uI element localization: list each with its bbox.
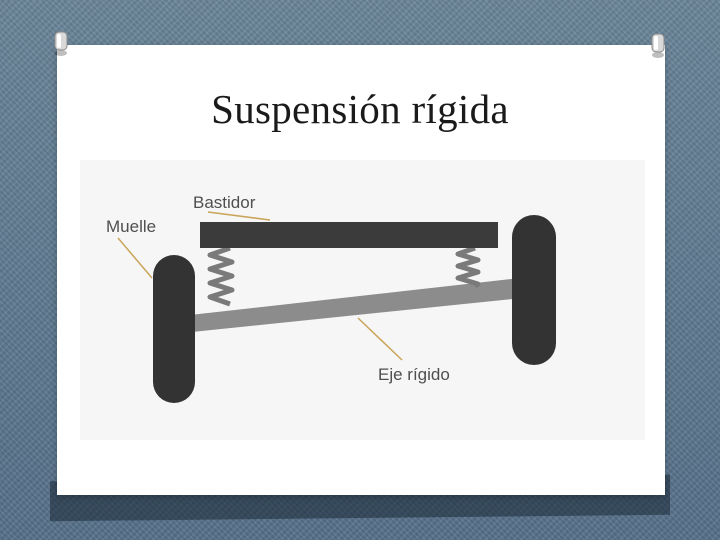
frame-bar [200, 222, 498, 248]
label-spring: Muelle [106, 217, 156, 236]
pushpin-left-icon [54, 31, 68, 56]
label-axle: Eje rígido [378, 365, 450, 384]
leader-frame [207, 211, 271, 221]
label-frame: Bastidor [193, 193, 256, 212]
pushpin-right-icon [651, 33, 665, 58]
suspension-diagram: Bastidor Muelle Eje rígido [80, 160, 645, 440]
slide-title: Suspensión rígida [211, 86, 509, 132]
wheel-right [512, 215, 556, 365]
diagram-svg: Bastidor Muelle Eje rígido [106, 193, 556, 403]
spring-right [455, 245, 481, 289]
spring-left [207, 245, 235, 307]
leader-axle [357, 317, 403, 361]
rigid-axle [190, 278, 522, 332]
leader-spring [117, 237, 153, 279]
wheel-left [153, 255, 195, 403]
